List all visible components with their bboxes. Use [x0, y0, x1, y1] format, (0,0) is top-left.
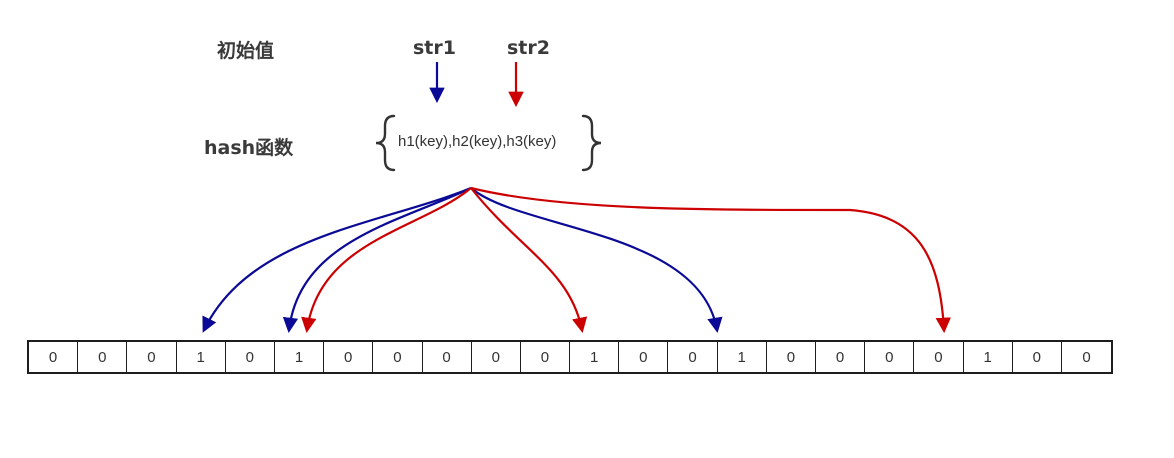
str2-label: str2: [507, 37, 550, 59]
bit-cell: 0: [78, 342, 128, 372]
bit-cell: 0: [914, 342, 964, 372]
str2-mapping-arrow: [301, 187, 472, 334]
initial-value-label: 初始值: [217, 40, 275, 62]
bit-cell: 1: [275, 342, 325, 372]
str2-mapping-arrow: [470, 187, 588, 334]
bit-cell: 0: [619, 342, 669, 372]
bit-cell: 1: [718, 342, 767, 372]
bit-cell: 0: [865, 342, 915, 372]
bit-cell: 0: [668, 342, 718, 372]
hash-functions-label: hash函数: [204, 137, 294, 159]
bit-cell: 0: [226, 342, 275, 372]
bit-cell: 1: [177, 342, 226, 372]
bit-cell: 0: [472, 342, 521, 372]
str2-mapping-arrow: [470, 186, 951, 334]
bit-cell: 0: [767, 342, 816, 372]
bit-cell: 1: [964, 342, 1013, 372]
bit-cell: 0: [29, 342, 79, 372]
bit-cell: 0: [127, 342, 177, 372]
bit-cell: 0: [423, 342, 472, 372]
bit-cell: 0: [521, 342, 571, 372]
bit-cell: 0: [373, 342, 423, 372]
bit-cell: 0: [816, 342, 866, 372]
str1-label: str1: [413, 37, 456, 59]
bit-cell: 1: [570, 342, 620, 372]
right-brace: [581, 114, 602, 172]
bit-cell: 0: [324, 342, 374, 372]
str1-mapping-arrow: [202, 186, 472, 333]
hash-function-list: h1(key),h2(key),h3(key): [398, 133, 557, 150]
bit-cell: 0: [1082, 348, 1091, 366]
str1-mapping-arrow: [470, 187, 723, 334]
left-brace: [375, 114, 396, 172]
str1-mapping-arrow: [282, 187, 472, 334]
bit-cell: 0: [1013, 342, 1062, 372]
